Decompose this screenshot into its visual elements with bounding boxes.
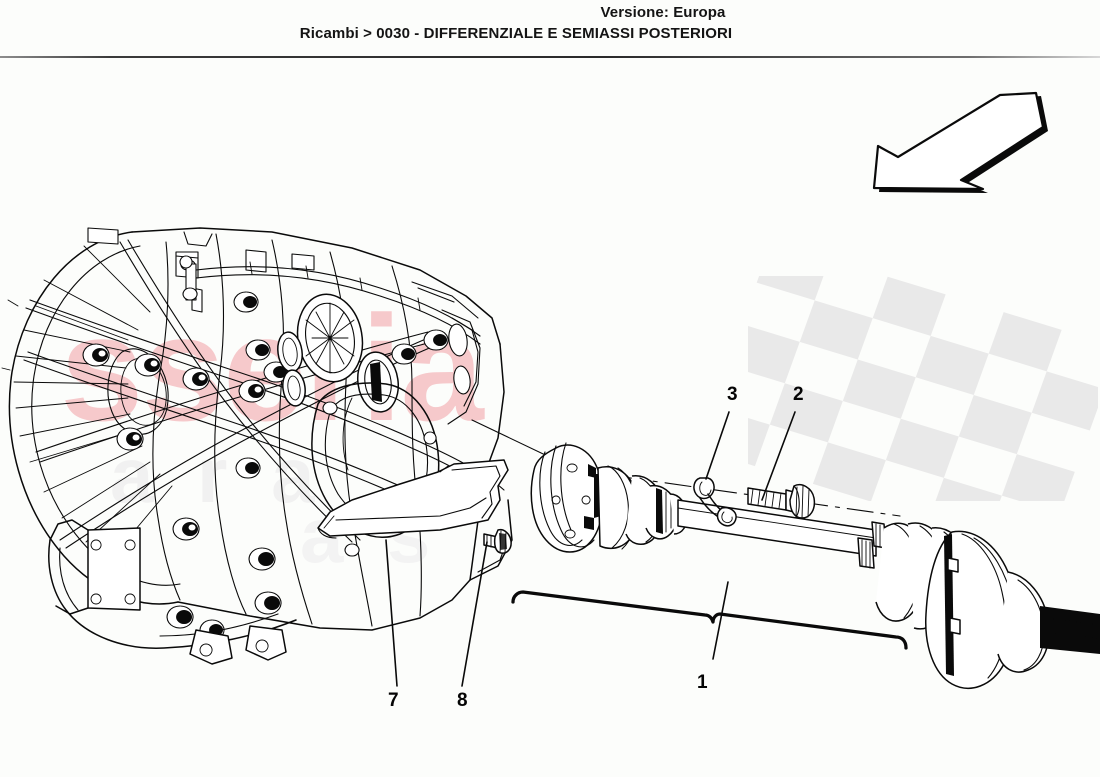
gearbox-differential-housing	[1, 227, 513, 665]
callout-label-3[interactable]: 3	[727, 384, 738, 405]
shield-bolt	[483, 528, 512, 554]
bracket-1	[511, 590, 908, 650]
callout-label-2[interactable]: 2	[793, 384, 804, 405]
breadcrumb[interactable]: Ricambi > 0030 - DIFFERENZIALE E SEMIASS…	[299, 25, 733, 42]
bushing	[82, 343, 110, 367]
fixing-screw	[747, 484, 816, 519]
callout-leaders	[385, 411, 908, 687]
heat-shield	[317, 459, 509, 539]
bushing	[254, 591, 282, 615]
bushing	[238, 379, 266, 403]
leader-1	[712, 581, 729, 660]
bushing	[172, 517, 200, 541]
leader-8	[461, 541, 488, 687]
pinion-ring	[357, 351, 399, 413]
callout-label-8[interactable]: 8	[457, 690, 468, 711]
leader-7	[385, 539, 398, 687]
version-label: Versione: Europa	[600, 4, 726, 21]
bushing	[233, 291, 259, 313]
bushing	[134, 353, 162, 377]
bushing	[391, 343, 417, 365]
bushing	[423, 329, 449, 351]
direction-arrow	[872, 91, 1048, 193]
leader-2	[761, 411, 796, 501]
drive-shaft-assembly	[530, 442, 1100, 689]
page-header: Versione: Europa Ricambi > 0030 - DIFFER…	[0, 0, 1100, 58]
callout-label-7[interactable]: 7	[388, 690, 399, 711]
bushing	[166, 605, 194, 629]
outer-cv-joint	[857, 521, 1100, 689]
inner-cv-joint	[530, 442, 688, 553]
header-divider	[0, 56, 1100, 58]
callout-label-1[interactable]: 1	[697, 672, 708, 693]
differential-cover	[296, 293, 364, 383]
leader-3	[705, 411, 730, 480]
bushing	[245, 339, 271, 361]
bushing	[248, 547, 276, 571]
retaining-bracket	[693, 477, 737, 527]
bushing	[235, 457, 261, 479]
bushing	[116, 427, 144, 451]
bushing	[182, 367, 210, 391]
